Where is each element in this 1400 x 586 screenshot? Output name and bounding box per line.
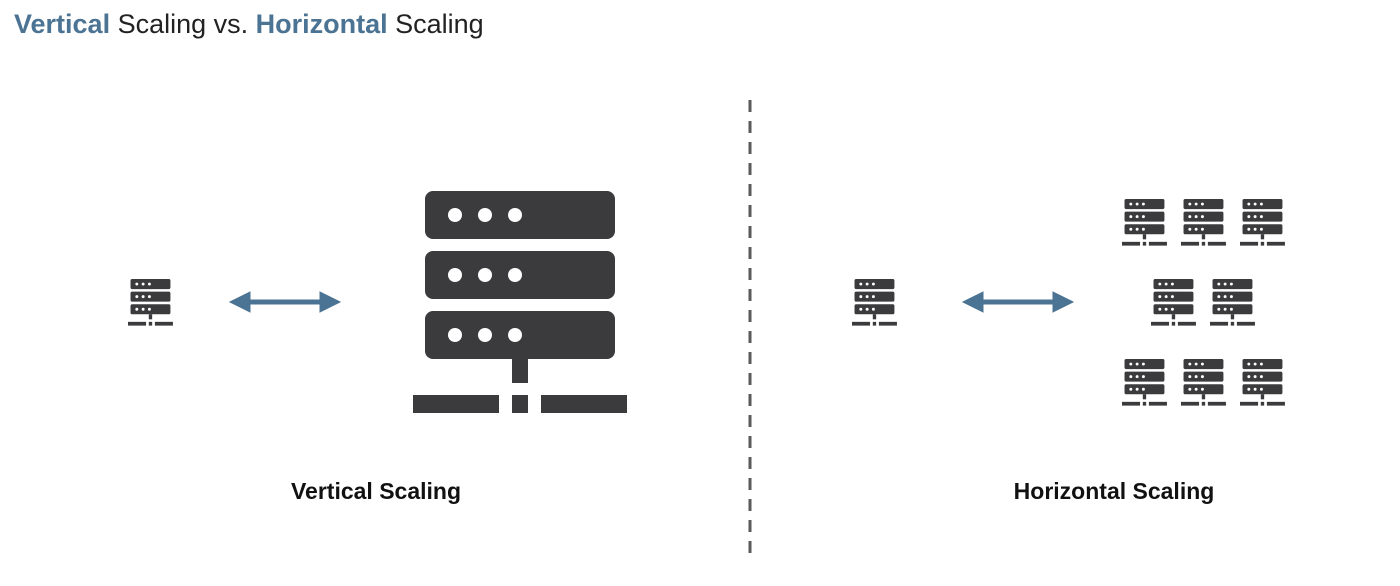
title-scaling: Scaling xyxy=(387,9,484,39)
server-rack-icon-cluster-5 xyxy=(1210,279,1255,326)
server-rack-icon-cluster-8 xyxy=(1240,359,1285,406)
page-title: Vertical Scaling vs. Horizontal Scaling xyxy=(14,6,484,42)
caption-vertical-scaling: Vertical Scaling xyxy=(290,478,462,504)
server-rack-icon-cluster-4 xyxy=(1151,279,1196,326)
server-rack-icon-large xyxy=(413,191,627,413)
double-arrow-icon-left xyxy=(230,292,340,312)
server-rack-icon-cluster-2 xyxy=(1181,199,1226,246)
title-vertical: Vertical xyxy=(14,9,111,39)
server-rack-icon-cluster-1 xyxy=(1122,199,1167,246)
server-rack-icon-cluster-3 xyxy=(1240,199,1285,246)
server-rack-icon-cluster-7 xyxy=(1181,359,1226,406)
title-scaling-vs: Scaling vs. xyxy=(110,9,256,39)
server-rack-icon-cluster-6 xyxy=(1122,359,1167,406)
caption-horizontal-scaling: Horizontal Scaling xyxy=(1013,478,1215,504)
title-horizontal: Horizontal xyxy=(255,9,388,39)
server-rack-icon-small-left xyxy=(128,279,173,326)
double-arrow-icon-right xyxy=(963,292,1073,312)
server-rack-icon-small-right xyxy=(852,279,897,326)
